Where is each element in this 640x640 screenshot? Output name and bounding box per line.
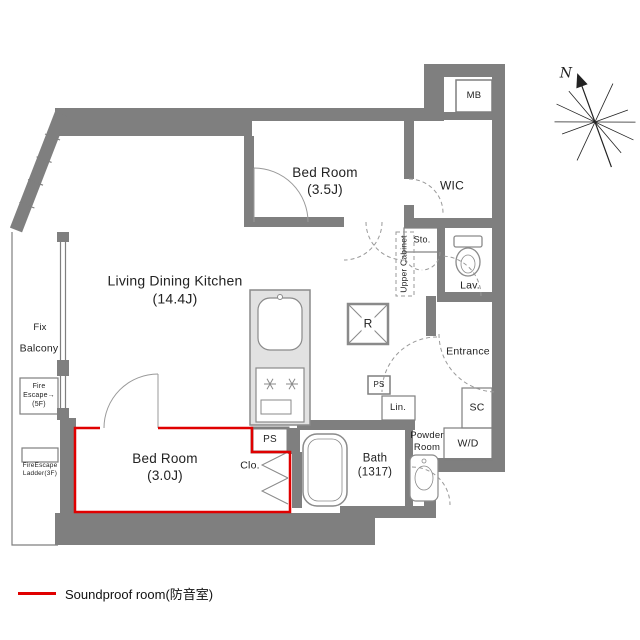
label-fire-escape: Fire Escape→ (5F): [23, 382, 55, 408]
window-hatch: [44, 133, 61, 141]
room-label-wic: WIC: [440, 178, 464, 193]
legend-soundproof-label: Soundproof room(防音室): [65, 587, 214, 602]
legend: Soundproof room(防音室): [18, 584, 213, 603]
label-fix-window: Fix: [33, 322, 47, 334]
thin-outlines: [11, 79, 493, 546]
room-label-ldk: Living Dining Kitchen (14.4J): [107, 272, 243, 307]
fire-escape-ladder-box: [21, 447, 59, 463]
label-linen: Lin.: [389, 402, 407, 414]
stove-burners: [260, 378, 298, 415]
toilet-icon: [453, 235, 483, 277]
angled-wall: [9, 111, 68, 233]
label-pipe-space-lower: PS: [263, 433, 277, 445]
balcony-outline: [11, 232, 58, 546]
label-closet: Clo.: [240, 459, 260, 472]
door-swing: [103, 373, 159, 429]
label-storage: Sto.: [413, 234, 431, 245]
fire-escape-box: [19, 377, 59, 415]
label-refrigerator: R: [361, 316, 375, 332]
mb-box: [455, 79, 493, 113]
compass-rose: [554, 73, 636, 168]
storage-box: [403, 227, 441, 253]
room-label-balcony: Balcony: [19, 342, 59, 355]
washer-dryer-box: [443, 427, 493, 461]
bathtub-icon: [302, 433, 348, 507]
door-swings: [103, 167, 498, 506]
room-label-powder-room: Powder Room: [410, 430, 444, 453]
room-label-entrance: Entrance: [446, 345, 490, 358]
compass-north-label: N: [559, 65, 573, 82]
soundproof-room-outline: [73, 426, 292, 514]
north-arrow-icon: [576, 73, 588, 89]
kitchen-sink-icon: [257, 297, 303, 351]
pipe-space-upper-box: [367, 375, 391, 395]
kitchen-counter: [249, 289, 311, 426]
linen-box: [381, 395, 416, 421]
label-shoe-closet: SC: [469, 401, 485, 414]
closet-folding-door: [260, 451, 289, 505]
room-label-bedroom-3-0: Bed Room (3.0J): [132, 451, 198, 483]
legend-soundproof-line: [18, 592, 56, 595]
upper-cabinet-outline: [395, 231, 415, 297]
room-label-bedroom-3-5: Bed Room (3.5J): [292, 165, 358, 197]
room-label-bath: Bath (1317): [357, 452, 393, 479]
label-washer-dryer: W/D: [457, 437, 479, 450]
door-swing: [253, 167, 309, 223]
label-fire-escape-ladder: FireEscape Ladder(3F): [22, 461, 58, 477]
label-upper-cabinet: Upper Cabinet: [398, 235, 409, 293]
dashed-door-swings: [343, 178, 498, 506]
stove-icon: [255, 367, 305, 423]
room-label-lavatory: Lav.: [460, 279, 480, 292]
mb-label: MB: [466, 90, 482, 102]
fixtures: [260, 235, 483, 507]
washbasin-icon: [409, 454, 439, 502]
label-pipe-space-upper: PS: [373, 380, 385, 389]
